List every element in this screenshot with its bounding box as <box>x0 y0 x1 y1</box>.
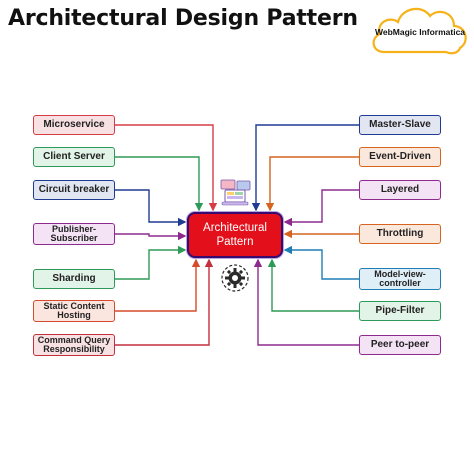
brand-name: WebMagic Informatica <box>374 27 466 37</box>
right-node-4-line1: Model-view- <box>374 268 426 279</box>
left-node-1-line1: Client Server <box>43 150 105 162</box>
right-node-2-line1: Layered <box>380 183 420 195</box>
right-node-3: Throttling <box>359 224 441 244</box>
central-node: Architectural Pattern <box>187 212 283 258</box>
page-title: Architectural Design Pattern <box>8 6 358 31</box>
cloud-icon <box>372 7 467 55</box>
left-node-5-line1: Static Content <box>43 300 105 311</box>
brand-cloud: WebMagic Informatica <box>366 0 474 62</box>
left-node-0: Microservice <box>33 115 115 135</box>
right-connector-6 <box>253 258 359 346</box>
left-connector-6 <box>115 258 214 346</box>
left-connector-0 <box>115 124 218 212</box>
left-node-4-line1: Sharding <box>52 272 96 284</box>
right-node-5: Pipe-Filter <box>359 301 441 321</box>
central-node-line1: Architectural <box>203 221 267 234</box>
right-connector-2 <box>283 189 359 227</box>
right-node-3-line1: Throttling <box>376 227 424 239</box>
left-node-3-line1: Publisher- <box>51 223 96 234</box>
right-connector-0 <box>251 124 359 212</box>
left-node-6-line2: Responsibility <box>43 344 105 354</box>
right-connector-5 <box>267 258 359 312</box>
right-node-0: Master-Slave <box>359 115 441 135</box>
left-node-4: Sharding <box>33 269 115 289</box>
left-node-1: Client Server <box>33 147 115 167</box>
left-node-2-line1: Circuit breaker <box>38 183 110 195</box>
right-node-6: Peer to-peer <box>359 335 441 355</box>
left-node-3-line2: Subscriber <box>50 233 98 243</box>
right-node-1-line1: Event-Driven <box>369 150 431 162</box>
right-node-0-line1: Master-Slave <box>369 118 431 130</box>
left-connector-3 <box>115 231 187 241</box>
right-connector-1 <box>265 156 359 212</box>
right-node-4: Model-view-controller <box>359 268 441 290</box>
left-node-5-line2: Hosting <box>57 310 91 320</box>
right-node-5-line1: Pipe-Filter <box>375 304 425 316</box>
left-connector-4 <box>115 245 187 280</box>
right-node-6-line1: Peer to-peer <box>370 338 430 350</box>
left-node-2: Circuit breaker <box>33 180 115 200</box>
gear-icon <box>221 264 249 292</box>
left-connector-5 <box>115 258 201 312</box>
right-node-2: Layered <box>359 180 441 200</box>
left-connector-2 <box>115 189 187 227</box>
central-node-line2: Pattern <box>216 236 254 248</box>
laptop-icon <box>220 179 251 206</box>
right-node-4-line2: controller <box>379 278 421 288</box>
left-connector-1 <box>115 156 204 212</box>
left-node-6-line1: Command Query <box>37 334 111 345</box>
right-connector-4 <box>283 245 359 280</box>
left-node-0-line1: Microservice <box>43 118 105 130</box>
right-node-1: Event-Driven <box>359 147 441 167</box>
left-node-3: Publisher-Subscriber <box>33 223 115 245</box>
